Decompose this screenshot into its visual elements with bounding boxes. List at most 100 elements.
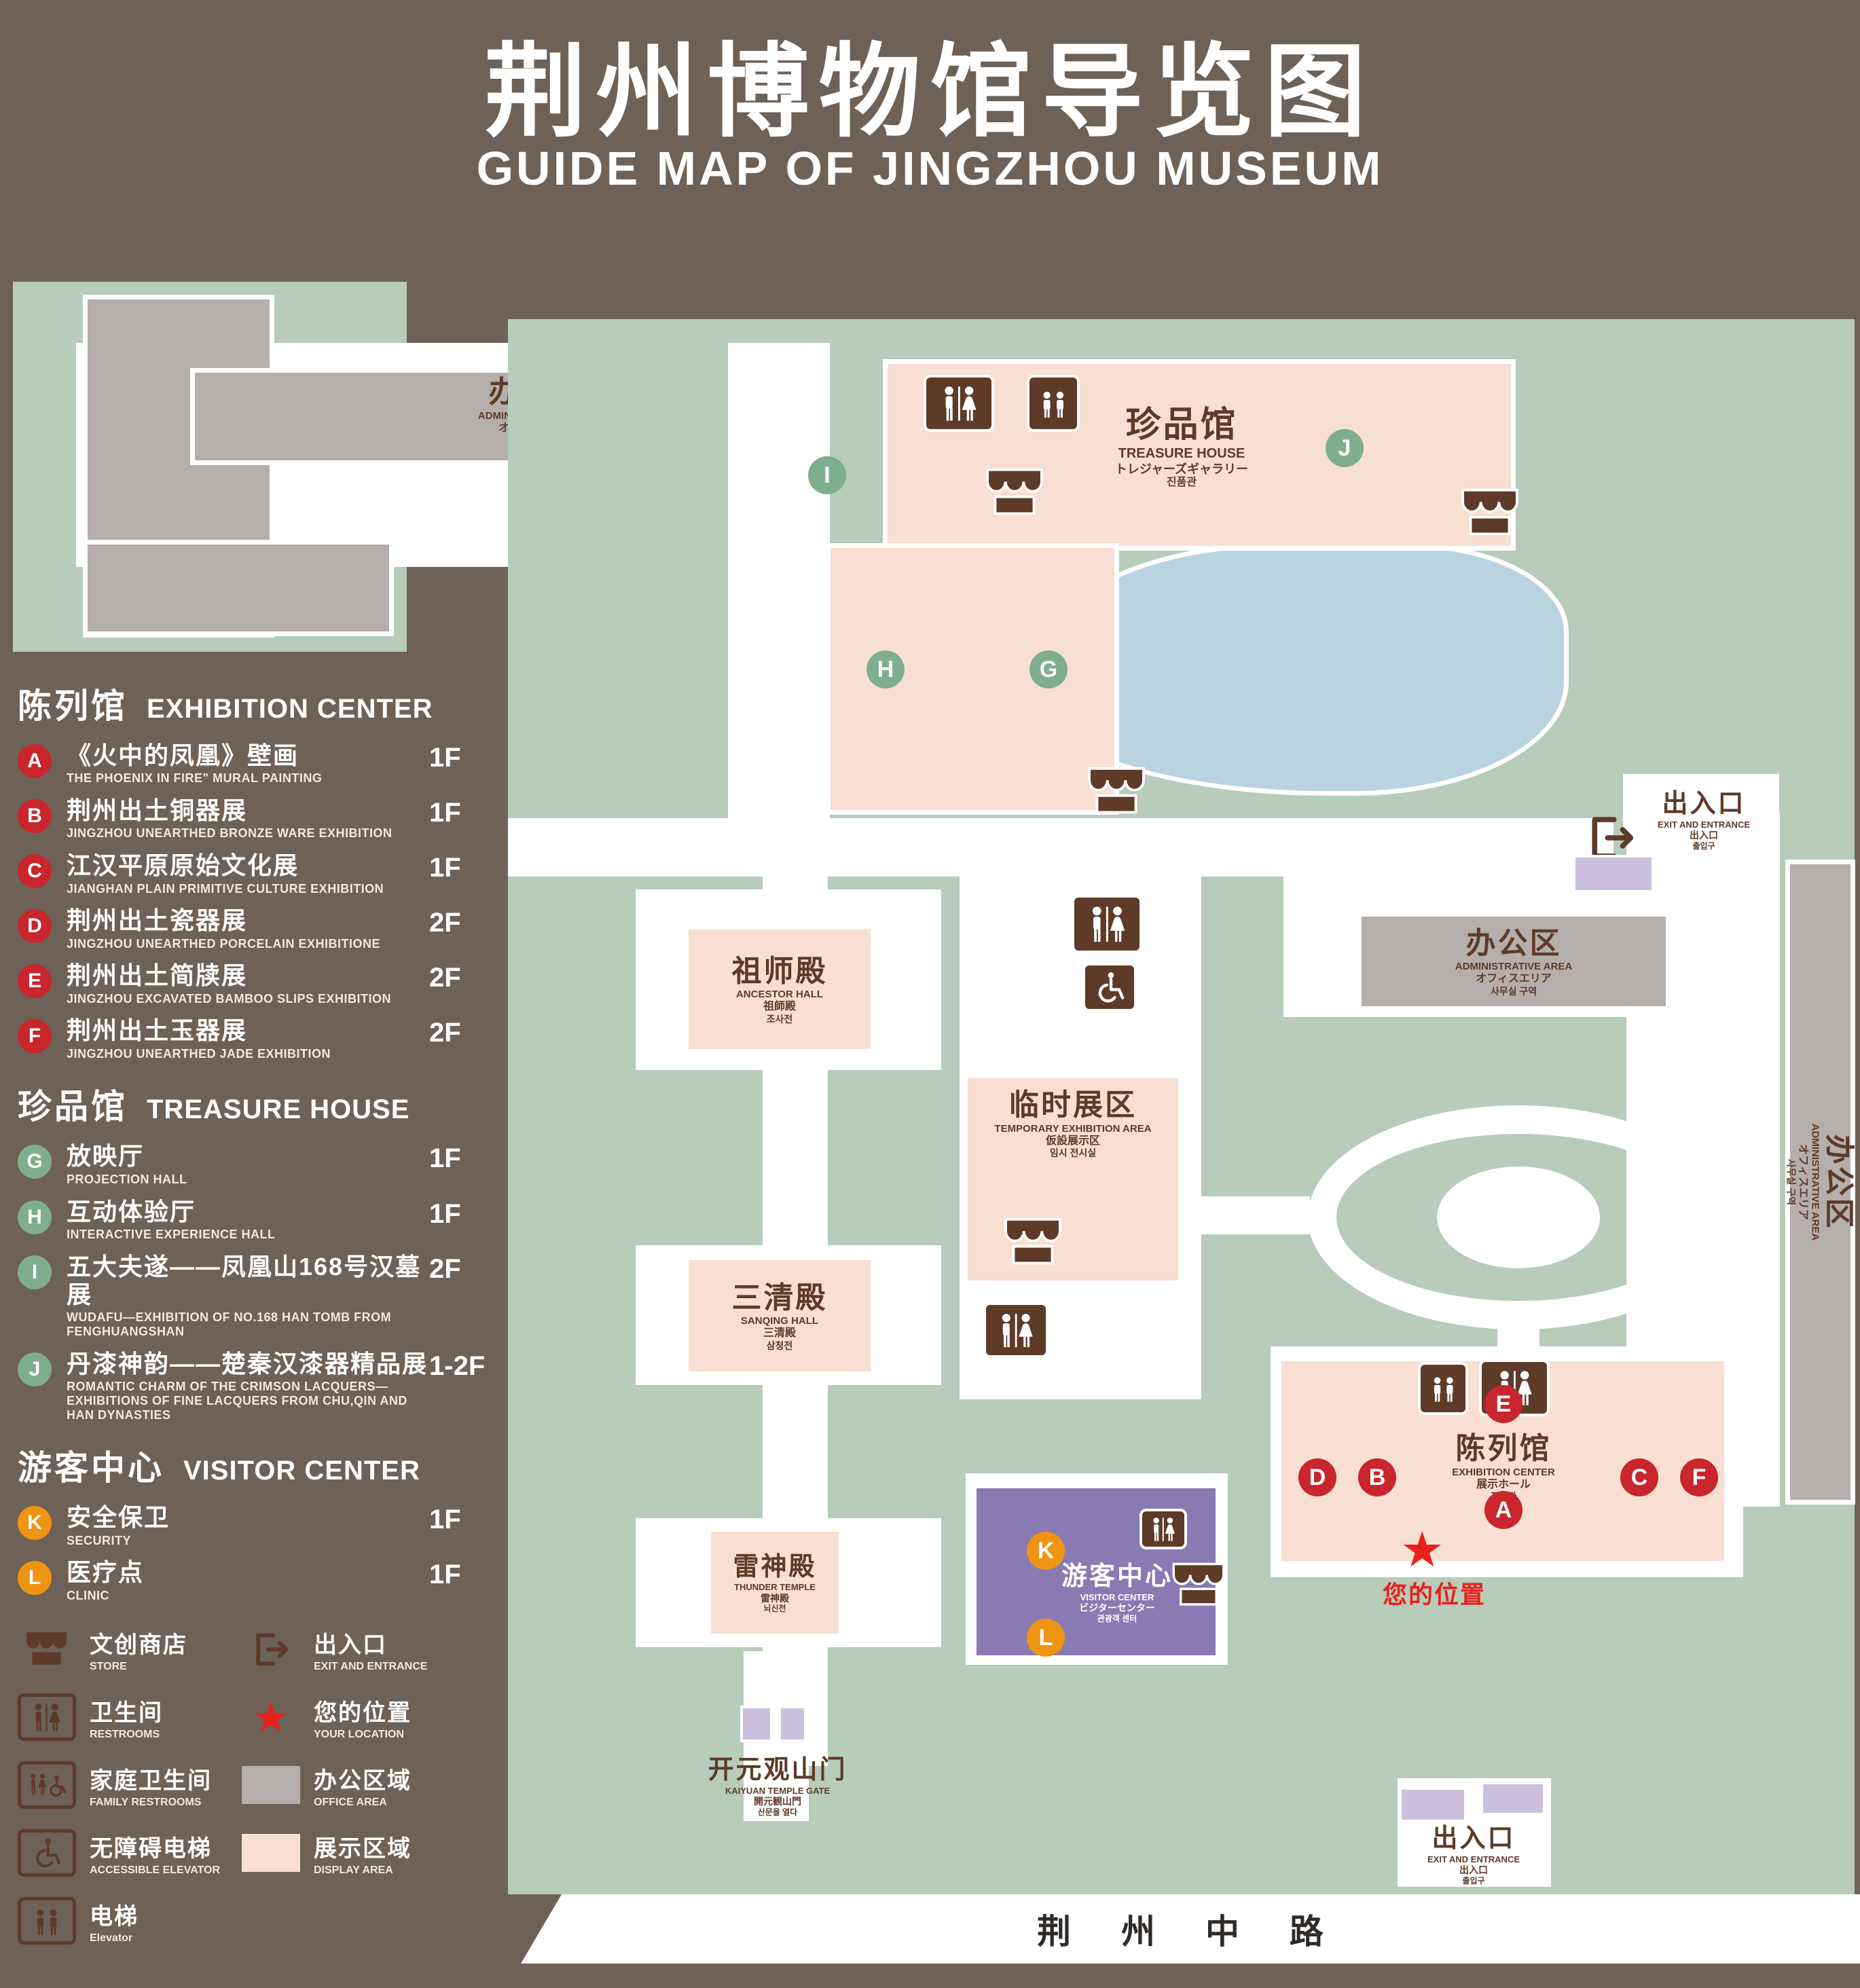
admin-area-side-label: 办公区 ADMINISTRATIVE AREA オフィスエリア 사무실 구역 bbox=[1785, 1123, 1856, 1241]
display-area-swatch bbox=[242, 1829, 300, 1877]
map-marker-e: E bbox=[1484, 1385, 1522, 1423]
map-marker-i: I bbox=[808, 456, 846, 494]
floor-label: 1F bbox=[429, 798, 461, 828]
visitor-center-label: 游客中心 VISITOR CENTER ビジターセンター 관광객 센터 bbox=[1061, 1562, 1173, 1623]
admin-building-right: 办公区 ADMINISTRATIVE AREA オフィスエリア 사무실 구역 bbox=[1357, 912, 1671, 1011]
gate-pillar-left bbox=[740, 1706, 773, 1742]
map-marker-f: F bbox=[1680, 1458, 1718, 1496]
temporary-exhibition-label: 临时展区 TEMPORARY EXHIBITION AREA 仮設展示区 임시 … bbox=[994, 1088, 1152, 1159]
exit-bottom-label: 出入口 EXIT AND ENTRANCE 出入口 출입구 bbox=[1427, 1824, 1520, 1885]
map-marker-l: L bbox=[1027, 1619, 1065, 1657]
admin-building-topleft-base bbox=[83, 540, 394, 636]
garden-spoke-south bbox=[1497, 1317, 1539, 1351]
your-location-star-icon: ★ bbox=[252, 1692, 290, 1742]
gate-pillar-right bbox=[778, 1706, 807, 1742]
entrance-canopy-right bbox=[1573, 855, 1654, 893]
restrooms-icon bbox=[924, 375, 994, 432]
elevator-icon bbox=[1027, 375, 1080, 432]
store-icon bbox=[1002, 1217, 1064, 1268]
floor-label: 1F bbox=[429, 853, 461, 883]
map-marker-a: A bbox=[1484, 1491, 1522, 1529]
kaiyuan-gate-label: 开元观山门 KAIYUAN TEMPLE GATE 開元観山門 산문을 열다 bbox=[708, 1756, 847, 1817]
floor-label: 1F bbox=[429, 1560, 461, 1590]
store-icon bbox=[1085, 766, 1148, 817]
floor-label: 2F bbox=[429, 908, 461, 938]
exit-right-label: 出入口 EXIT AND ENTRANCE 出入口 출입구 bbox=[1657, 790, 1751, 851]
road-label: 荆 州 中 路 bbox=[521, 1894, 1860, 1964]
map-marker-g: G bbox=[1029, 650, 1068, 688]
restrooms-icon bbox=[1139, 1509, 1187, 1549]
page-subtitle: GUIDE MAP OF JINGZHOU MUSEUM bbox=[476, 142, 1384, 195]
marker-b: B bbox=[18, 799, 52, 834]
treasure-house-label: 珍品馆 TREASURE HOUSE トレジャーズギャラリー 진품관 bbox=[1114, 405, 1249, 489]
exhibition-center-building bbox=[1277, 1357, 1729, 1566]
marker-a: A bbox=[18, 744, 52, 778]
accessible-elevator-icon bbox=[18, 1829, 76, 1877]
sanqing-hall-label: 三清殿 SANQING HALL 三清殿 삼청전 bbox=[731, 1281, 828, 1351]
legend-section-exhibition-center: 陈列馆 EXHIBITION CENTER bbox=[18, 687, 433, 725]
path-vertical-left-of-treasure bbox=[728, 343, 830, 877]
accessible-restroom-icon bbox=[1082, 963, 1137, 1012]
floor-label: 1F bbox=[429, 1505, 461, 1535]
exit-entrance-icon bbox=[242, 1625, 300, 1673]
marker-h: H bbox=[18, 1200, 52, 1234]
map-marker-d: D bbox=[1298, 1458, 1336, 1496]
marker-l: L bbox=[18, 1561, 52, 1596]
floor-label: 1F bbox=[429, 1198, 461, 1229]
floor-label: 2F bbox=[429, 1018, 461, 1048]
marker-d: D bbox=[18, 909, 52, 944]
thunder-temple-label: 雷神殿 THUNDER TEMPLE 雷神殿 뇌신전 bbox=[733, 1552, 817, 1614]
entrance-canopy-bottom-right bbox=[1480, 1782, 1546, 1816]
map-marker-k: K bbox=[1027, 1532, 1065, 1570]
store-icon bbox=[983, 467, 1046, 519]
entrance-canopy-bottom-left bbox=[1399, 1787, 1467, 1822]
marker-g: G bbox=[18, 1145, 52, 1179]
elevator-icon bbox=[18, 1897, 76, 1945]
ancestor-hall-building: 祖师殿 ANCESTOR HALL 祖師殿 조사전 bbox=[684, 925, 875, 1054]
garden-center-pond bbox=[1437, 1166, 1600, 1268]
floor-label: 2F bbox=[429, 963, 461, 993]
restrooms-icon bbox=[983, 1302, 1048, 1358]
floor-label: 1F bbox=[429, 1143, 461, 1174]
floor-label: 1-2F bbox=[429, 1350, 486, 1381]
your-location-star-icon: ★ bbox=[1400, 1521, 1444, 1578]
your-location-label: 您的位置 bbox=[1382, 1581, 1486, 1608]
thunder-temple-building: 雷神殿 THUNDER TEMPLE 雷神殿 뇌신전 bbox=[706, 1527, 843, 1638]
admin-building-side bbox=[1785, 860, 1855, 1505]
sanqing-hall-building: 三清殿 SANQING HALL 三清殿 삼청전 bbox=[684, 1255, 875, 1376]
garden-spoke-west bbox=[1201, 1196, 1310, 1234]
store-icon bbox=[1169, 1562, 1228, 1609]
marker-i: I bbox=[18, 1255, 52, 1289]
page-title: 荆州博物馆导览图 bbox=[484, 35, 1376, 149]
path-right-exit bbox=[1623, 774, 1779, 828]
floor-label: 1F bbox=[429, 743, 461, 773]
legend-section-treasure-house: 珍品馆 TREASURE HOUSE bbox=[18, 1088, 410, 1126]
admin-area-right-label: 办公区 ADMINISTRATIVE AREA オフィスエリア 사무실 구역 bbox=[1455, 926, 1573, 997]
marker-c: C bbox=[18, 854, 52, 889]
map-marker-j: J bbox=[1326, 429, 1364, 467]
map-marker-c: C bbox=[1620, 1458, 1658, 1496]
legend-section-visitor-center: 游客中心 VISITOR CENTER bbox=[18, 1449, 420, 1488]
office-area-swatch bbox=[242, 1761, 300, 1809]
restrooms-icon bbox=[1072, 895, 1142, 953]
map-marker-h: H bbox=[867, 650, 905, 688]
